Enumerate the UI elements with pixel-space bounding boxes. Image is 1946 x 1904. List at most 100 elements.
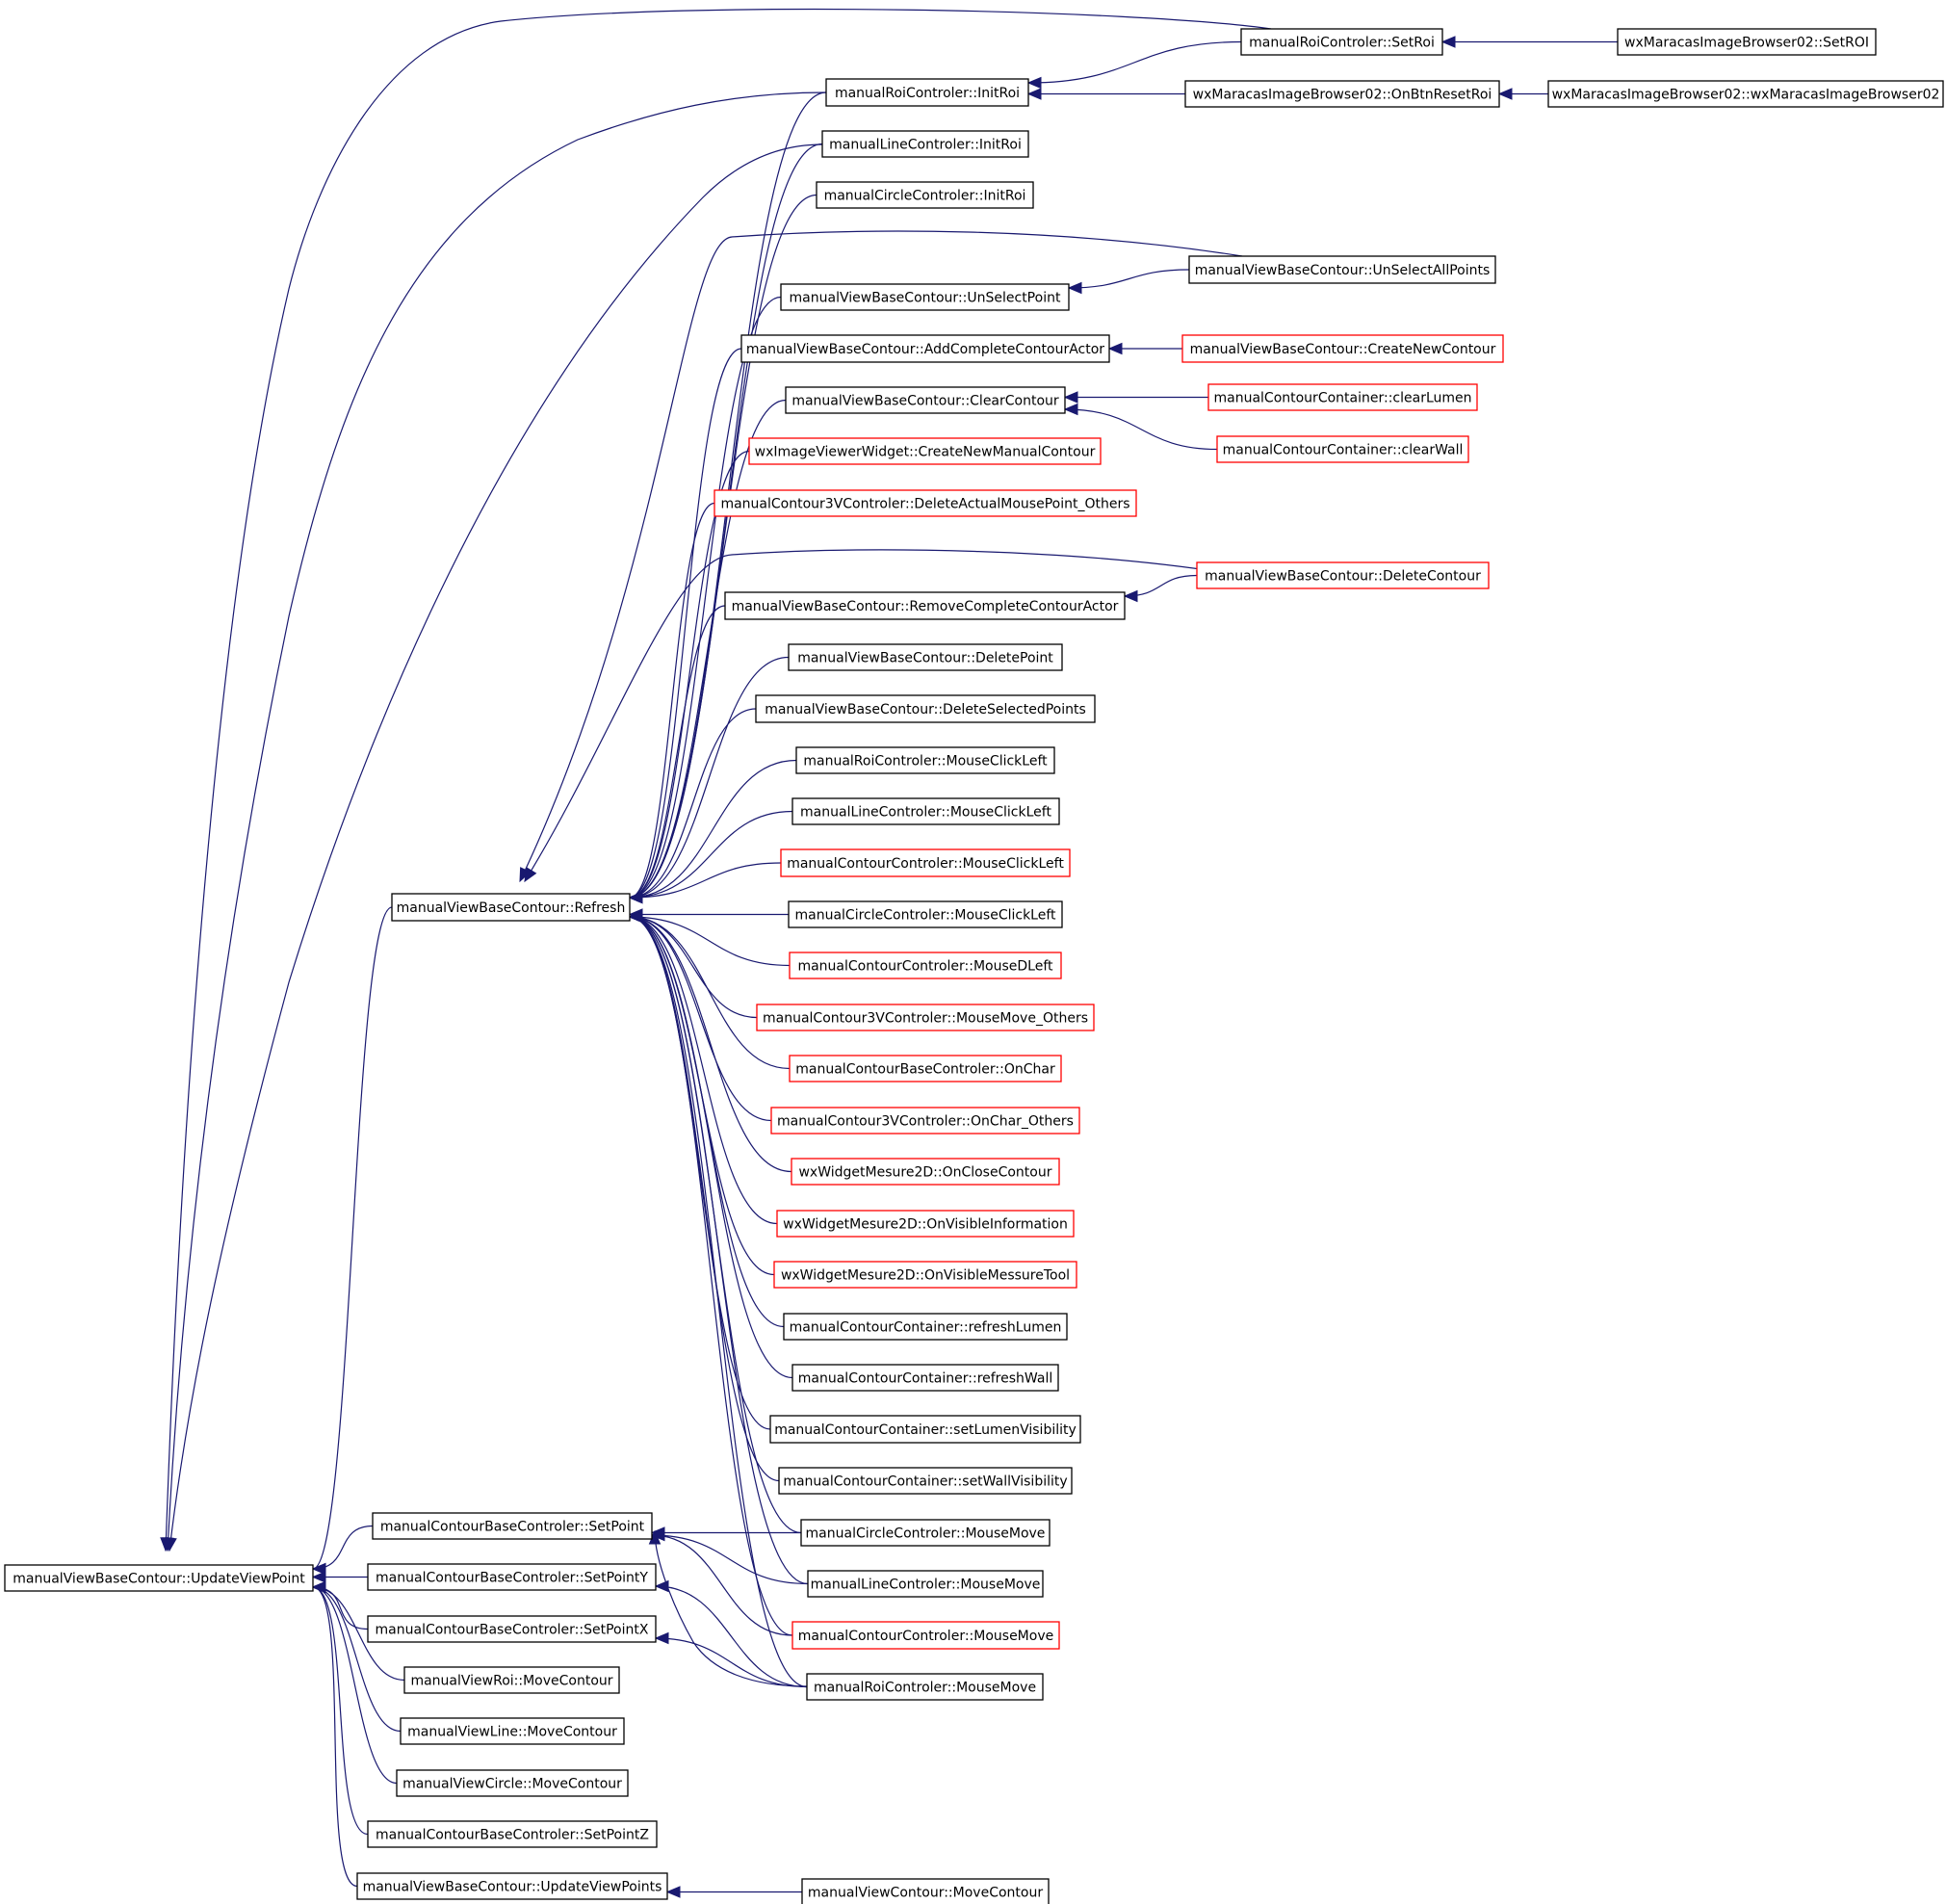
node-box[interactable] bbox=[769, 1415, 1081, 1444]
node-removeActor[interactable]: manualViewBaseContour::RemoveCompleteCon… bbox=[724, 591, 1126, 620]
node-unselAll[interactable]: manualViewBaseContour::UnSelectAllPoints bbox=[1188, 255, 1496, 284]
node-roiMouseMove[interactable]: manualRoiControler::MouseMove bbox=[806, 1673, 1044, 1701]
node-box[interactable] bbox=[1188, 255, 1496, 284]
node-box[interactable] bbox=[791, 1158, 1060, 1186]
node-box[interactable] bbox=[755, 694, 1096, 723]
node-refreshLumen[interactable]: manualContourContainer::refreshLumen bbox=[783, 1313, 1068, 1341]
node-wxVisTool[interactable]: wxWidgetMesure2D::OnVisibleMessureTool bbox=[773, 1261, 1077, 1289]
node-box[interactable] bbox=[356, 1872, 668, 1900]
node-createNewContour[interactable]: manualViewBaseContour::CreateNewContour bbox=[1181, 334, 1504, 363]
node-wxCreateNew[interactable]: wxImageViewerWidget::CreateNewManualCont… bbox=[748, 437, 1102, 465]
node-box[interactable] bbox=[800, 1519, 1051, 1547]
node-clearContour[interactable]: manualViewBaseContour::ClearContour bbox=[785, 386, 1066, 414]
node-circleMouseMove[interactable]: manualCircleControler::MouseMove bbox=[800, 1519, 1051, 1547]
node-box[interactable] bbox=[788, 900, 1063, 928]
node-setPoint[interactable]: manualContourBaseControler::SetPoint bbox=[372, 1512, 653, 1540]
node-unselPoint[interactable]: manualViewBaseContour::UnSelectPoint bbox=[780, 283, 1070, 311]
node-box[interactable] bbox=[367, 1615, 657, 1643]
node-box[interactable] bbox=[776, 1210, 1075, 1238]
node-box[interactable] bbox=[780, 848, 1071, 877]
node-lineMouseMove[interactable]: manualLineControler::MouseMove bbox=[807, 1570, 1044, 1598]
node-roiSetRoi[interactable]: manualRoiControler::SetRoi bbox=[1240, 28, 1443, 56]
node-box[interactable] bbox=[789, 952, 1062, 979]
node-onBtnReset[interactable]: wxMaracasImageBrowser02::OnBtnResetRoi bbox=[1184, 80, 1500, 108]
node-box[interactable] bbox=[367, 1820, 658, 1848]
node-box[interactable] bbox=[1216, 435, 1469, 463]
node-refreshWall[interactable]: manualContourContainer::refreshWall bbox=[791, 1364, 1059, 1392]
node-clearLumen[interactable]: manualContourContainer::clearLumen bbox=[1207, 383, 1478, 411]
node-box[interactable] bbox=[783, 1313, 1068, 1341]
node-box[interactable] bbox=[724, 591, 1126, 620]
node-box[interactable] bbox=[791, 1364, 1059, 1392]
node-lineMove[interactable]: manualViewLine::MoveContour bbox=[400, 1717, 625, 1745]
node-box[interactable] bbox=[740, 334, 1110, 363]
node-circleInit[interactable]: manualCircleControler::InitRoi bbox=[816, 181, 1034, 209]
node-baseOnChar[interactable]: manualContourBaseControler::OnChar bbox=[789, 1055, 1062, 1082]
node-box[interactable] bbox=[821, 130, 1029, 158]
node-roiClick[interactable]: manualRoiControler::MouseClickLeft bbox=[795, 746, 1055, 774]
node-setPointX[interactable]: manualContourBaseControler::SetPointX bbox=[367, 1615, 657, 1643]
node-box[interactable] bbox=[396, 1769, 629, 1797]
node-deletePoint[interactable]: manualViewBaseContour::DeletePoint bbox=[788, 643, 1063, 671]
node-box[interactable] bbox=[1547, 80, 1944, 108]
node-box[interactable] bbox=[4, 1564, 314, 1592]
node-box[interactable] bbox=[403, 1666, 620, 1694]
node-box[interactable] bbox=[778, 1467, 1073, 1495]
node-roiInit[interactable]: manualRoiControler::InitRoi bbox=[825, 78, 1029, 107]
node-wxCtor[interactable]: wxMaracasImageBrowser02::wxMaracasImageB… bbox=[1547, 80, 1944, 108]
node-addActor[interactable]: manualViewBaseContour::AddCompleteContou… bbox=[740, 334, 1110, 363]
node-box[interactable] bbox=[1196, 561, 1490, 589]
node-box[interactable] bbox=[1240, 28, 1443, 56]
node-deleteContour[interactable]: manualViewBaseContour::DeleteContour bbox=[1196, 561, 1490, 589]
node-box[interactable] bbox=[400, 1717, 625, 1745]
node-box[interactable] bbox=[391, 893, 631, 922]
node-box[interactable] bbox=[801, 1878, 1050, 1904]
node-setWallVis[interactable]: manualContourContainer::setWallVisibilit… bbox=[778, 1467, 1073, 1495]
node-box[interactable] bbox=[791, 797, 1060, 825]
node-setPointZ[interactable]: manualContourBaseControler::SetPointZ bbox=[367, 1820, 658, 1848]
node-clearWall[interactable]: manualContourContainer::clearWall bbox=[1216, 435, 1469, 463]
node-contourMove[interactable]: manualViewContour::MoveContour bbox=[801, 1878, 1050, 1904]
node-contourClick[interactable]: manualContourControler::MouseClickLeft bbox=[780, 848, 1071, 877]
node-box[interactable] bbox=[756, 1004, 1095, 1031]
node-box[interactable] bbox=[1184, 80, 1500, 108]
node-box[interactable] bbox=[773, 1261, 1077, 1289]
node-lineClick[interactable]: manualLineControler::MouseClickLeft bbox=[791, 797, 1060, 825]
node-box[interactable] bbox=[714, 489, 1137, 517]
node-c3vOnChar[interactable]: manualContour3VControler::OnChar_Others bbox=[770, 1107, 1080, 1135]
node-root[interactable]: manualViewBaseContour::UpdateViewPoint bbox=[4, 1564, 314, 1592]
node-contourMouseMove[interactable]: manualContourControler::MouseMove bbox=[791, 1621, 1060, 1650]
node-wxVisInfo[interactable]: wxWidgetMesure2D::OnVisibleInformation bbox=[776, 1210, 1075, 1238]
node-roiMove[interactable]: manualViewRoi::MoveContour bbox=[403, 1666, 620, 1694]
node-circleClick[interactable]: manualCircleControler::MouseClickLeft bbox=[788, 900, 1063, 928]
node-box[interactable] bbox=[788, 643, 1063, 671]
node-box[interactable] bbox=[789, 1055, 1062, 1082]
node-wxClose[interactable]: wxWidgetMesure2D::OnCloseContour bbox=[791, 1158, 1060, 1186]
node-updViewPoints[interactable]: manualViewBaseContour::UpdateViewPoints bbox=[356, 1872, 668, 1900]
node-box[interactable] bbox=[806, 1673, 1044, 1701]
node-lineInit[interactable]: manualLineControler::InitRoi bbox=[821, 130, 1029, 158]
node-box[interactable] bbox=[807, 1570, 1044, 1598]
node-box[interactable] bbox=[770, 1107, 1080, 1135]
node-c3vMouseMove[interactable]: manualContour3VControler::MouseMove_Othe… bbox=[756, 1004, 1095, 1031]
node-box[interactable] bbox=[1207, 383, 1478, 411]
node-box[interactable] bbox=[795, 746, 1055, 774]
node-contourDLeft[interactable]: manualContourControler::MouseDLeft bbox=[789, 952, 1062, 979]
node-box[interactable] bbox=[816, 181, 1034, 209]
node-box[interactable] bbox=[372, 1512, 653, 1540]
node-setPointY[interactable]: manualContourBaseControler::SetPointY bbox=[367, 1563, 657, 1591]
node-deleteSelected[interactable]: manualViewBaseContour::DeleteSelectedPoi… bbox=[755, 694, 1096, 723]
node-wxSetROI[interactable]: wxMaracasImageBrowser02::SetROI bbox=[1617, 28, 1877, 56]
node-box[interactable] bbox=[791, 1621, 1060, 1650]
node-setLumenVis[interactable]: manualContourContainer::setLumenVisibili… bbox=[769, 1415, 1081, 1444]
node-circleMove[interactable]: manualViewCircle::MoveContour bbox=[396, 1769, 629, 1797]
node-box[interactable] bbox=[785, 386, 1066, 414]
node-refresh[interactable]: manualViewBaseContour::Refresh bbox=[391, 893, 631, 922]
node-c3vDeleteActual[interactable]: manualContour3VControler::DeleteActualMo… bbox=[714, 489, 1137, 517]
node-box[interactable] bbox=[1181, 334, 1504, 363]
node-box[interactable] bbox=[780, 283, 1070, 311]
node-box[interactable] bbox=[748, 437, 1102, 465]
node-box[interactable] bbox=[825, 78, 1029, 107]
node-box[interactable] bbox=[367, 1563, 657, 1591]
node-box[interactable] bbox=[1617, 28, 1877, 56]
